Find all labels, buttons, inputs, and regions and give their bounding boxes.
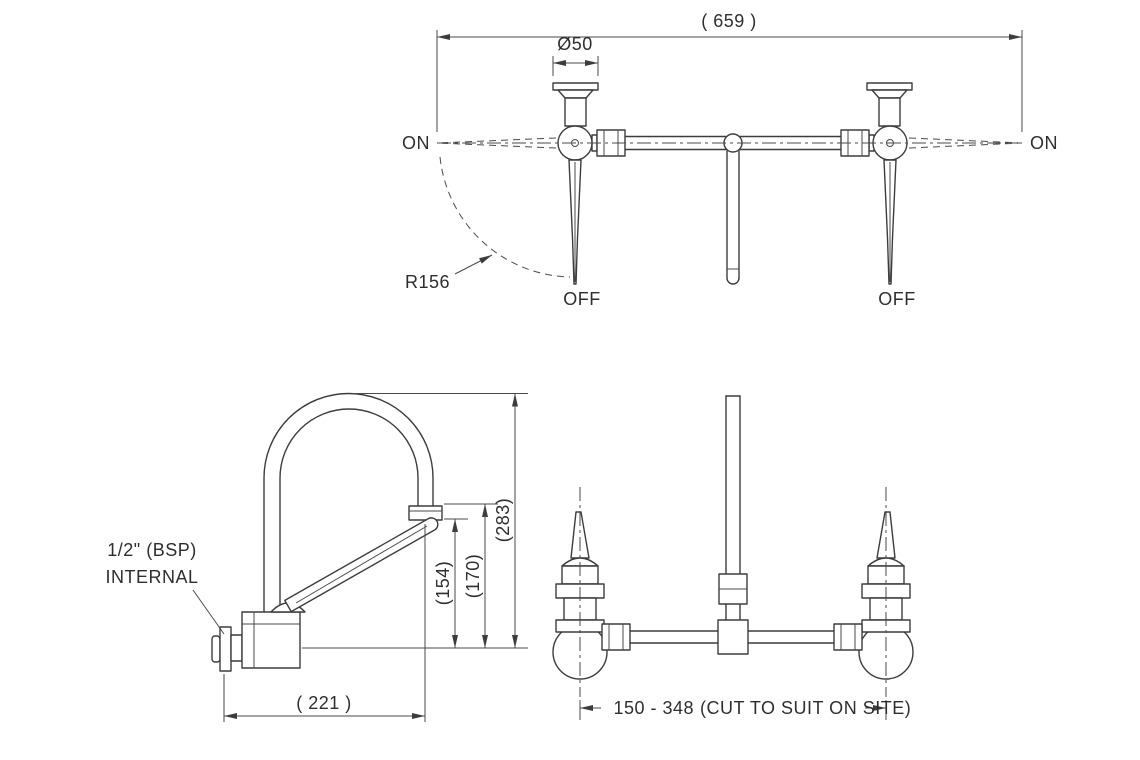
dim-spout-end-height-label: (170)	[463, 554, 483, 599]
thread-label-line1: 1/2" (BSP)	[107, 540, 196, 560]
off-label-left: OFF	[563, 289, 601, 309]
connecting-pipe-plan	[624, 135, 842, 151]
dim-pipe-length-note-label: (CUT TO SUIT ON SITE)	[700, 698, 911, 718]
dim-handle-diameter: Ø50	[552, 34, 599, 76]
side-view: 1/2" (BSP) INTERNAL (154) (170) (283) ( …	[105, 392, 528, 722]
pipe-fittings	[601, 573, 863, 655]
nut-right-front	[833, 623, 863, 651]
on-position-lever-right	[908, 137, 1019, 149]
wall-mount-body	[211, 611, 301, 672]
dim-overall-height-label: (283)	[493, 498, 513, 543]
dim-pipe-length: 150 - 348 (CUT TO SUIT ON SITE)	[579, 698, 911, 720]
dim-outlet-height-label: (154)	[433, 561, 453, 606]
dim-overall-width-label: ( 659 )	[701, 11, 757, 31]
on-label-right: ON	[1030, 133, 1058, 153]
tee-fitting	[717, 619, 749, 655]
gooseneck-spout	[263, 392, 443, 613]
side-view-dimensions: (154) (170) (283) ( 221 )	[223, 393, 528, 722]
dim-handle-diameter-label: Ø50	[557, 34, 593, 54]
thread-callout: 1/2" (BSP) INTERNAL	[105, 540, 225, 635]
valve-body-right-front	[861, 511, 911, 633]
front-view: 150 - 348 (CUT TO SUIT ON SITE)	[552, 395, 914, 720]
spout-outlet	[408, 505, 443, 521]
swing-radius-label: R156	[405, 272, 450, 292]
on-label-left: ON	[402, 133, 430, 153]
dim-spout-reach-label: ( 221 )	[296, 693, 352, 713]
off-label-right: OFF	[878, 289, 916, 309]
dim-pipe-length-range-label: 150 - 348	[613, 698, 694, 718]
valve-right-plan	[840, 82, 913, 285]
top-view: ( 659 ) Ø50	[402, 11, 1058, 309]
thread-label-line2: INTERNAL	[105, 567, 198, 587]
spout-plan	[723, 133, 743, 285]
valve-left-plan	[552, 82, 626, 285]
nut-left-front	[601, 623, 631, 651]
dim-overall-width: ( 659 )	[436, 11, 1023, 132]
handle-swing-arc: R156	[405, 156, 571, 292]
mixer-lever	[270, 517, 439, 613]
